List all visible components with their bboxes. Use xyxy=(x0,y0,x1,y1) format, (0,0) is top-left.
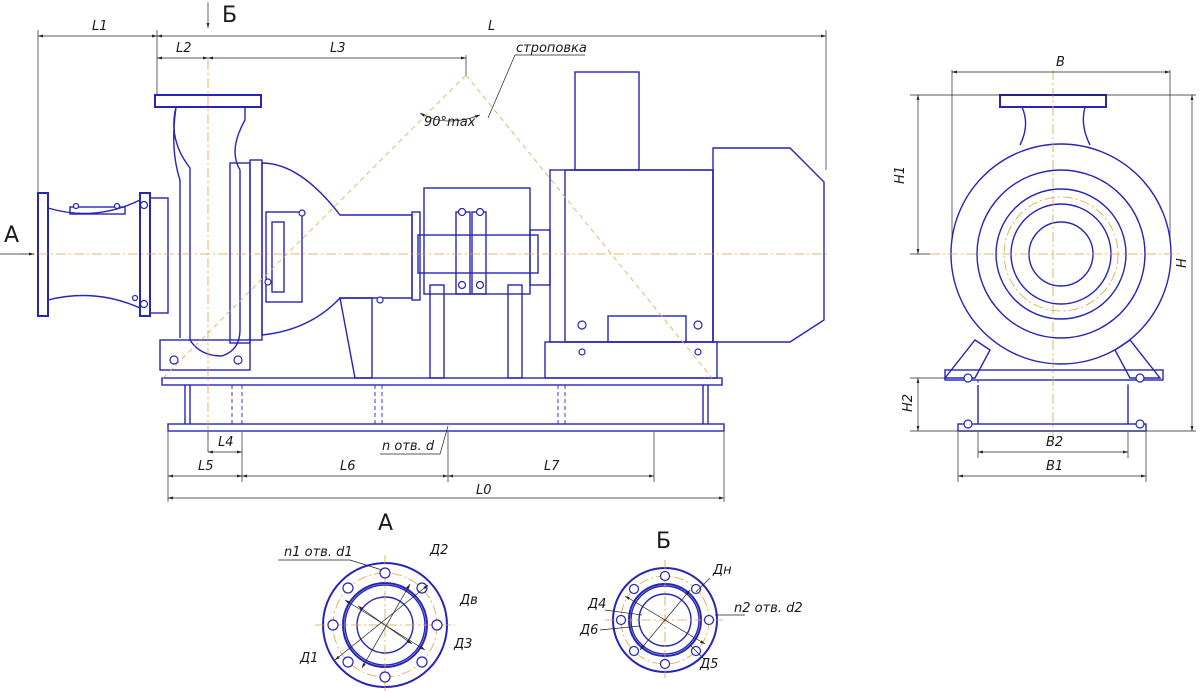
sling-label: строповка xyxy=(516,41,587,56)
section-b-title: Б xyxy=(656,529,671,554)
dim-B1: B1 xyxy=(1046,459,1063,474)
dim-H1: H1 xyxy=(893,166,908,184)
outlet-arrow-label: Б xyxy=(222,3,237,28)
holes-label: n отв. d xyxy=(382,439,435,454)
pump-casing xyxy=(154,94,263,371)
bottom-dimensions xyxy=(0,252,725,502)
suction-nozzle xyxy=(37,192,169,317)
section-a-D1: Д1 xyxy=(299,651,318,666)
electric-motor xyxy=(544,71,825,379)
section-a-title: А xyxy=(378,511,393,536)
dim-L7: L7 xyxy=(544,459,560,474)
top-dimensions xyxy=(37,2,827,192)
dim-B: B xyxy=(1056,55,1065,70)
coupling-guard xyxy=(417,187,551,379)
dim-L1: L1 xyxy=(92,19,108,34)
dim-L0: L0 xyxy=(476,483,492,498)
section-a-holes-label: n1 отв. d1 xyxy=(284,545,353,560)
dim-H: H xyxy=(1175,258,1190,268)
section-b-flange xyxy=(599,560,745,680)
section-a-D3: Д3 xyxy=(453,637,472,652)
inlet-arrow-label: А xyxy=(4,223,19,248)
dim-B2: B2 xyxy=(1046,435,1063,450)
side-view xyxy=(0,2,830,502)
sling-lines xyxy=(162,54,713,379)
section-b-D5: Д5 xyxy=(699,657,718,672)
base-frame xyxy=(161,377,725,432)
dim-L: L xyxy=(488,19,495,34)
section-b-D6: Д6 xyxy=(579,623,598,638)
dim-L5: L5 xyxy=(198,459,214,474)
section-a-D2: Д2 xyxy=(429,543,448,558)
section-b-holes-label: n2 отв. d2 xyxy=(734,601,803,616)
section-b-Dn: Дн xyxy=(712,563,732,578)
dim-L3: L3 xyxy=(330,41,346,56)
section-b-D4: Д4 xyxy=(587,597,606,612)
dim-L2: L2 xyxy=(176,41,192,56)
section-a-Dv: Дв xyxy=(459,593,478,608)
front-view xyxy=(910,70,1196,482)
bearing-bracket xyxy=(261,162,421,379)
section-a-flange xyxy=(278,555,455,691)
dim-L6: L6 xyxy=(340,459,356,474)
dim-H2: H2 xyxy=(901,394,916,412)
dim-L4: L4 xyxy=(218,435,234,450)
sling-angle-label: 90°max xyxy=(424,115,476,130)
